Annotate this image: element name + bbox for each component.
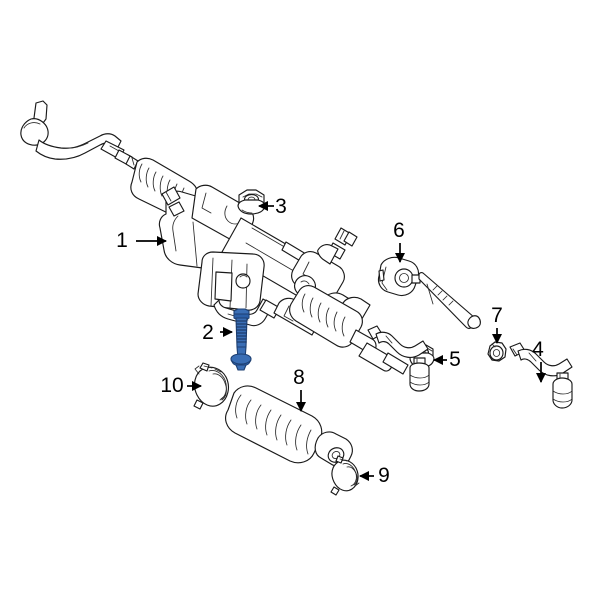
part-boot-clamp-small[interactable] (330, 455, 360, 496)
part-steering-gear-assembly[interactable] (20, 100, 409, 375)
part-flange-nut-upper[interactable] (237, 189, 266, 215)
tie-rod-shaft-lower (358, 342, 409, 375)
callout-label-5: 5 (449, 348, 461, 371)
callout-label-1: 1 (116, 229, 128, 252)
part-inner-tie-rod[interactable] (377, 256, 481, 330)
right-bellows-on-gear (289, 285, 377, 356)
callout-7[interactable]: 7 (491, 304, 503, 345)
callout-8[interactable]: 8 (293, 366, 307, 413)
callout-label-3: 3 (275, 195, 287, 218)
callout-4[interactable]: 4 (532, 338, 547, 384)
part-outer-tie-rod-end-right[interactable] (509, 342, 573, 409)
part-mounting-bolt-highlighted[interactable] (230, 308, 252, 371)
callout-2[interactable]: 2 (202, 321, 234, 344)
callout-label-7: 7 (491, 304, 503, 327)
callout-label-4: 4 (532, 338, 544, 361)
callout-6[interactable]: 6 (393, 219, 406, 264)
callout-1[interactable]: 1 (116, 229, 168, 252)
callout-label-10: 10 (160, 374, 183, 397)
outer-tie-rod-end-left[interactable] (367, 325, 430, 392)
callout-9[interactable]: 9 (358, 464, 390, 487)
callout-label-6: 6 (393, 219, 405, 242)
callout-3[interactable]: 3 (257, 195, 287, 218)
part-lock-nut-ring[interactable] (487, 341, 507, 362)
callout-label-2: 2 (202, 321, 214, 344)
callout-5[interactable]: 5 (432, 348, 461, 371)
electric-motor-housing (197, 251, 265, 311)
left-tie-rod-end (20, 100, 139, 170)
callout-10[interactable]: 10 (160, 374, 203, 397)
callout-label-8: 8 (293, 366, 305, 389)
callout-label-9: 9 (378, 464, 390, 487)
